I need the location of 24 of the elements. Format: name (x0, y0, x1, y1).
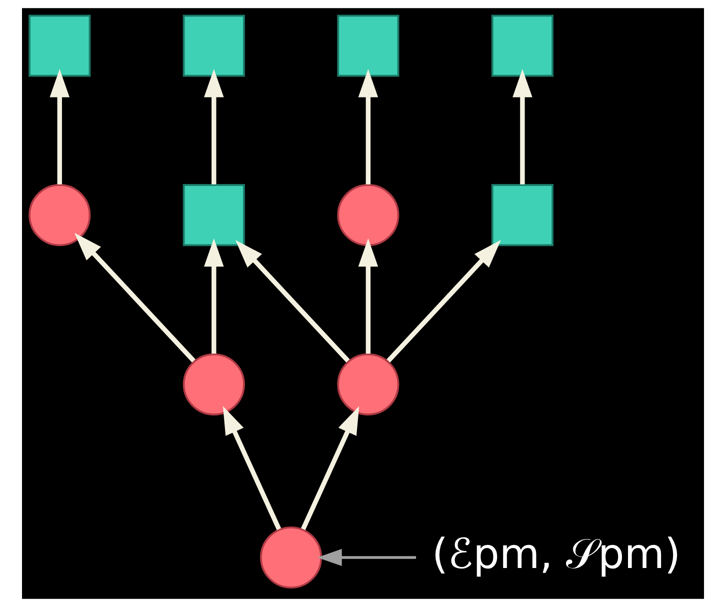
node-circle (260, 526, 322, 589)
arrow (512, 69, 532, 184)
arrow (204, 238, 224, 354)
node-box (491, 14, 554, 77)
node-box (28, 14, 91, 77)
node-text: (ℰpm, 𝒮pm) (432, 530, 681, 578)
node-circle (28, 184, 91, 246)
arrow (358, 69, 378, 184)
node-box (182, 14, 245, 77)
node-box (491, 184, 554, 246)
arrow (386, 240, 501, 362)
arrow (358, 238, 378, 354)
arrow (50, 69, 70, 184)
arrow (222, 406, 282, 530)
arrow (235, 240, 350, 362)
node-circle (182, 353, 245, 416)
arrow (300, 406, 360, 530)
node-box (337, 14, 400, 77)
arrow (317, 548, 416, 566)
node-box (182, 184, 245, 246)
node-circle (337, 353, 400, 416)
arrow (204, 69, 224, 184)
arrow (74, 232, 196, 362)
node-circle (337, 184, 400, 246)
